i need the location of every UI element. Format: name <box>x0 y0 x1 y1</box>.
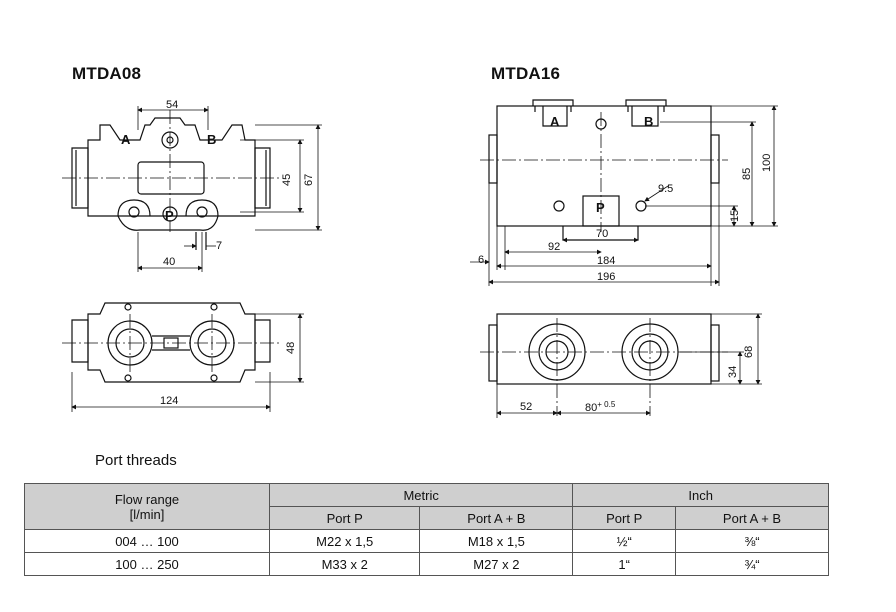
dim-48: 48 <box>285 342 297 354</box>
technical-drawing: A B P 54 45 67 40 7 <box>62 99 778 418</box>
mtda16-title: MTDA16 <box>491 64 561 83</box>
dim-7: 7 <box>216 240 222 252</box>
header-metric-port-ab: Port A + B <box>419 506 574 530</box>
mtda16-port-b-label: B <box>644 114 653 129</box>
mtda08-side-view <box>71 302 271 383</box>
cell-flow: 100 … 250 <box>24 552 270 576</box>
cell-metric-p: M33 x 2 <box>268 552 421 576</box>
dim-100: 100 <box>761 154 773 172</box>
dim-68: 68 <box>743 346 755 358</box>
mtda16-side-view <box>488 313 720 385</box>
dim-92: 92 <box>548 241 560 253</box>
port-p-label: P <box>165 208 174 223</box>
header-inch-port-ab: Port A + B <box>675 506 829 530</box>
mtda08-centerlines <box>62 110 280 232</box>
dim-52: 52 <box>520 401 532 413</box>
dim-80: 80+ 0.5 <box>585 400 616 414</box>
header-flow-range: Flow range [l/min] <box>24 483 270 530</box>
mtda16-port-p-label: P <box>596 200 605 215</box>
cell-flow: 004 … 100 <box>24 529 270 553</box>
dim-45: 45 <box>281 174 293 186</box>
dim-40: 40 <box>163 256 175 268</box>
dim-34: 34 <box>727 366 739 378</box>
cell-inch-ab: ⅜“ <box>675 529 829 553</box>
mtda16-front-view <box>488 99 720 241</box>
mtda08-dimension-lines <box>137 106 322 272</box>
dim-124: 124 <box>160 395 178 407</box>
port-threads-title: Port threads <box>95 452 177 469</box>
dim-196: 196 <box>597 271 615 283</box>
cell-metric-ab: M27 x 2 <box>419 552 574 576</box>
dim-15: 15 <box>729 210 741 222</box>
header-metric-port-p: Port P <box>268 506 421 530</box>
dim-70: 70 <box>596 228 608 240</box>
dim-67: 67 <box>303 174 315 186</box>
table-row: 100 … 250 M33 x 2 M27 x 2 1“ ¾“ <box>24 552 829 576</box>
table-row: 004 … 100 M22 x 1,5 M18 x 1,5 ½“ ⅜“ <box>24 529 829 553</box>
mtda16-port-a-label: A <box>550 114 560 129</box>
cell-inch-ab: ¾“ <box>675 552 829 576</box>
mtda08-front-view <box>71 117 271 250</box>
cell-metric-ab: M18 x 1,5 <box>419 529 574 553</box>
header-inch: Inch <box>572 483 829 507</box>
header-metric: Metric <box>268 483 574 507</box>
dim-54: 54 <box>166 99 178 111</box>
port-threads-table: Flow range [l/min] Metric Inch Port P Po… <box>24 483 829 576</box>
dim-9-5: 9.5 <box>658 183 673 195</box>
cell-inch-p: ½“ <box>572 529 677 553</box>
header-inch-port-p: Port P <box>572 506 677 530</box>
dim-184: 184 <box>597 255 615 267</box>
cell-inch-p: 1“ <box>572 552 677 576</box>
mtda08-title: MTDA08 <box>72 64 142 83</box>
cell-metric-p: M22 x 1,5 <box>268 529 421 553</box>
dim-6: 6 <box>478 254 484 266</box>
port-a-label: A <box>121 132 131 147</box>
port-b-label: B <box>207 132 216 147</box>
dim-85: 85 <box>741 168 753 180</box>
